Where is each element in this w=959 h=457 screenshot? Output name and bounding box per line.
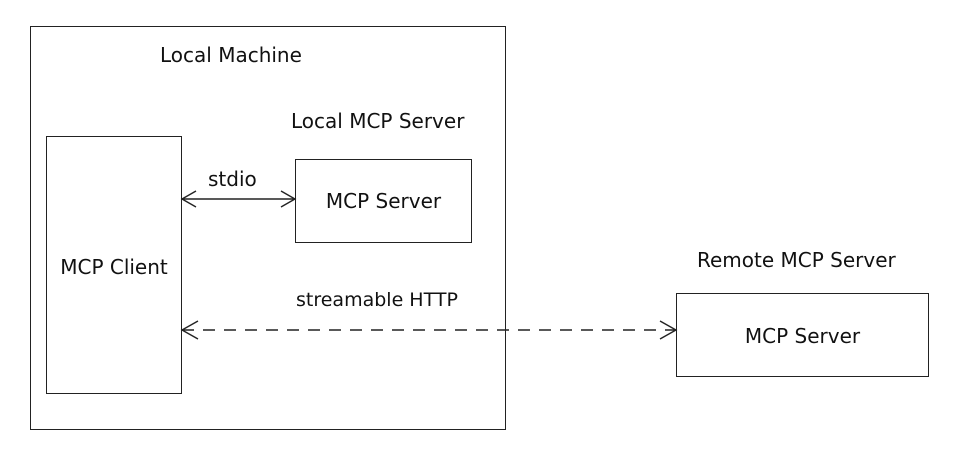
remote-mcp-server-label: MCP Server	[744, 324, 861, 348]
local-mcp-server-label: MCP Server	[325, 189, 442, 213]
mcp-client-label: MCP Client	[60, 255, 168, 279]
remote-mcp-server-box: MCP Server	[676, 293, 929, 377]
stdio-label: stdio	[208, 167, 257, 191]
remote-mcp-server-title: Remote MCP Server	[697, 248, 896, 272]
local-mcp-server-title: Local MCP Server	[291, 109, 465, 133]
mcp-client-box: MCP Client	[46, 136, 182, 394]
local-machine-title: Local Machine	[160, 43, 302, 67]
local-mcp-server-box: MCP Server	[295, 159, 472, 243]
streamable-http-label: streamable HTTP	[296, 289, 458, 311]
